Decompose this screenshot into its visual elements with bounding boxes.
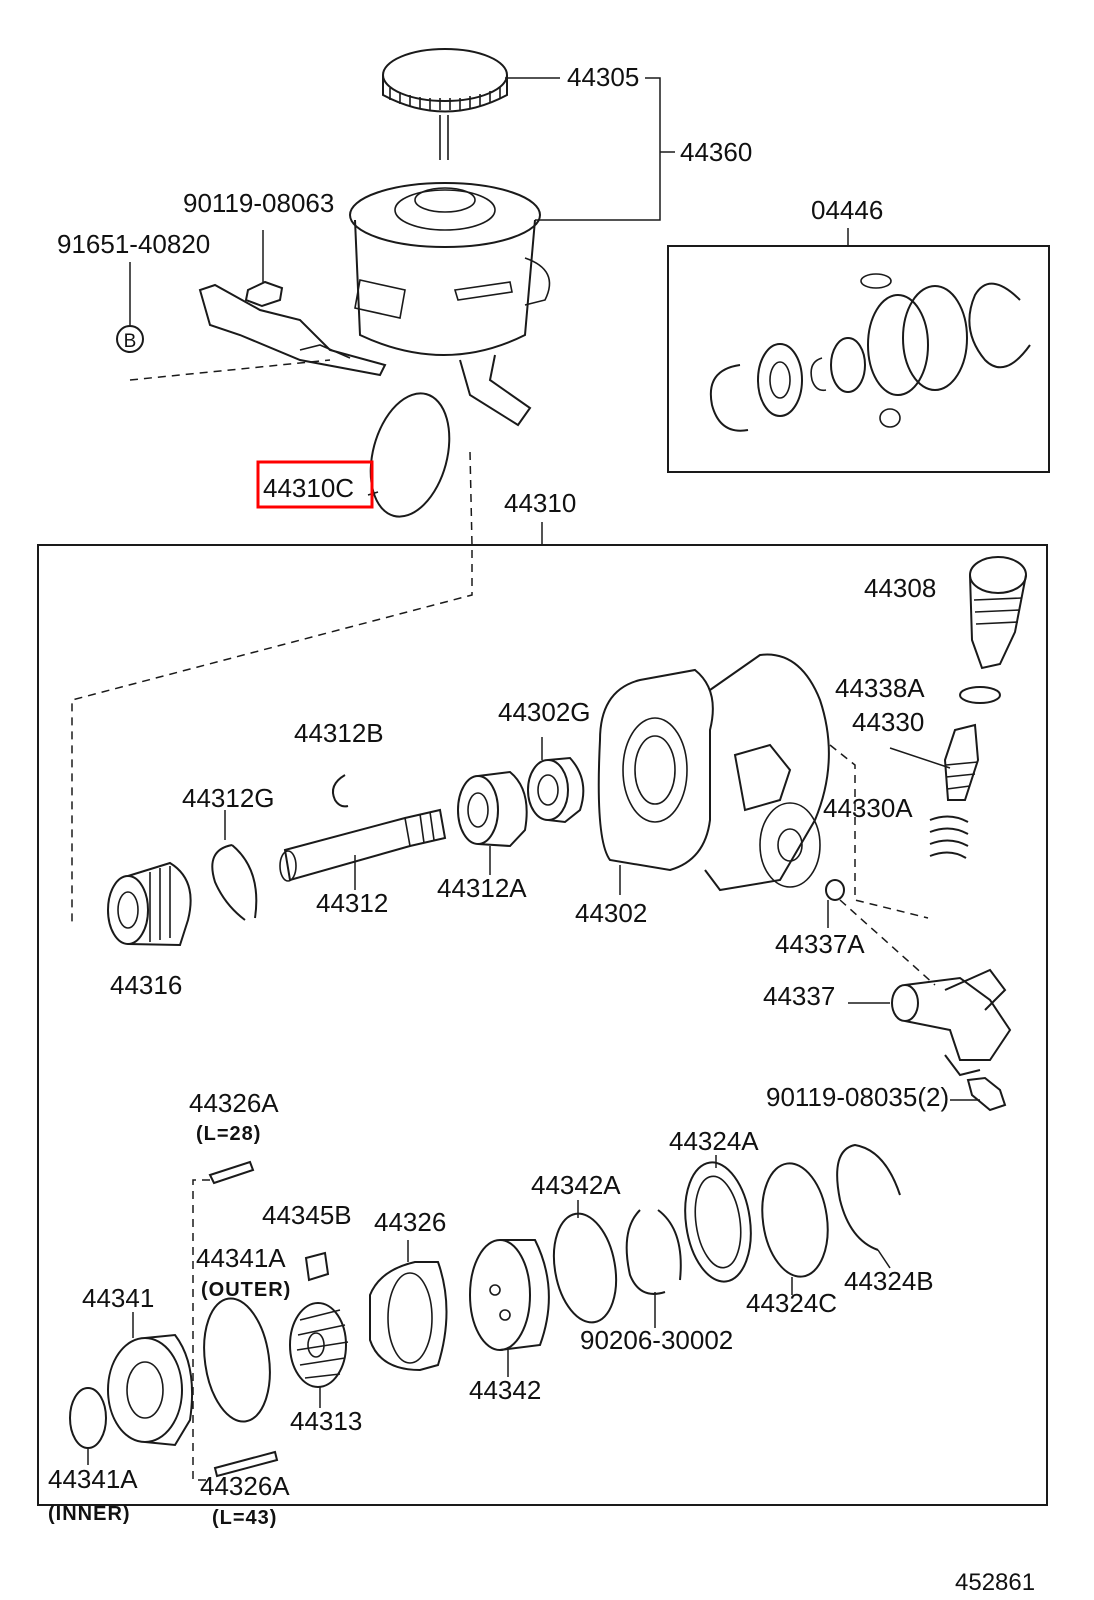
pin-44326a-l28 bbox=[192, 1160, 255, 1481]
label-44341a-outer: 44341A bbox=[196, 1243, 286, 1273]
o-ring-44341a-outer bbox=[203, 1297, 271, 1423]
label-44312b: 44312B bbox=[294, 718, 384, 748]
gasket-44310c bbox=[71, 392, 473, 925]
label-90206-30002: 90206-30002 bbox=[580, 1325, 733, 1355]
label-44305: 44305 bbox=[567, 62, 639, 92]
label-44312g: 44312G bbox=[182, 783, 275, 813]
label-90119-08063: 90119-08063 bbox=[183, 188, 334, 218]
vane-44345b bbox=[304, 1251, 330, 1282]
label-44342a: 44342A bbox=[531, 1170, 621, 1200]
label-44324a: 44324A bbox=[669, 1126, 759, 1156]
label-44302: 44302 bbox=[575, 898, 647, 928]
snap-ring-44312b bbox=[332, 774, 349, 808]
snap-ring-44324b bbox=[836, 1143, 901, 1269]
label-44324b: 44324B bbox=[844, 1266, 934, 1296]
label-44326: 44326 bbox=[374, 1207, 446, 1237]
seal-44324a bbox=[684, 1155, 752, 1283]
label-44326a-top-length: (L=28) bbox=[196, 1123, 261, 1145]
snap-ring-44312g bbox=[211, 810, 258, 921]
label-44310c: 44310C bbox=[263, 473, 354, 503]
label-44312a: 44312A bbox=[437, 873, 527, 903]
seal-kit-box-04446 bbox=[667, 228, 1050, 473]
pin-44326a-l43 bbox=[213, 1450, 279, 1478]
label-44330: 44330 bbox=[852, 707, 924, 737]
rotor-44313 bbox=[289, 1302, 349, 1408]
shaft-44312 bbox=[279, 808, 447, 890]
label-04446: 04446 bbox=[811, 195, 883, 225]
label-44313: 44313 bbox=[290, 1406, 362, 1436]
label-44337: 44337 bbox=[763, 981, 835, 1011]
label-44310: 44310 bbox=[504, 488, 576, 518]
label-44345b: 44345B bbox=[262, 1200, 352, 1230]
label-90119-08035: 90119-08035(2) bbox=[766, 1082, 949, 1112]
plate-44342 bbox=[469, 1239, 550, 1377]
label-44341a-outer-note: (OUTER) bbox=[201, 1279, 291, 1301]
label-44308: 44308 bbox=[864, 573, 936, 603]
label-44326a-bottom: 44326A bbox=[200, 1471, 290, 1501]
callout-b: B bbox=[116, 262, 331, 381]
cover-44341 bbox=[107, 1312, 194, 1447]
bearing-44312a bbox=[457, 770, 528, 875]
reservoir-bracket bbox=[198, 279, 406, 377]
label-44341: 44341 bbox=[82, 1283, 154, 1313]
label-44326a-top: 44326A bbox=[189, 1088, 279, 1118]
bolt-90119-08035 bbox=[950, 1076, 1007, 1112]
label-44337a: 44337A bbox=[775, 929, 865, 959]
valve-44308 bbox=[969, 556, 1027, 670]
union-44337 bbox=[848, 968, 1012, 1077]
label-44316: 44316 bbox=[110, 970, 182, 1000]
bearing-44316 bbox=[107, 861, 192, 947]
leader-44360 bbox=[535, 77, 675, 221]
reservoir-tank-44360 bbox=[349, 182, 551, 427]
seal-44302g bbox=[527, 737, 585, 824]
o-ring-44338a bbox=[959, 686, 1001, 704]
label-44326a-bottom-length: (L=43) bbox=[212, 1507, 277, 1529]
label-44330a: 44330A bbox=[823, 793, 913, 823]
o-ring-44342a bbox=[552, 1200, 618, 1324]
o-ring-44324c bbox=[761, 1162, 829, 1295]
label-44360: 44360 bbox=[680, 137, 752, 167]
label-44342: 44342 bbox=[469, 1375, 541, 1405]
pump-housing-44302 bbox=[597, 653, 929, 919]
spool-44330 bbox=[889, 723, 980, 801]
spring-44330a bbox=[929, 815, 969, 859]
label-44312: 44312 bbox=[316, 888, 388, 918]
label-44341a-inner-note: (INNER) bbox=[48, 1503, 131, 1525]
reservoir-cap-44305 bbox=[382, 48, 508, 160]
pump-assembly-box-44310 bbox=[37, 522, 1048, 1506]
cam-ring-44326 bbox=[369, 1240, 448, 1372]
label-91651-40820: 91651-40820 bbox=[57, 229, 210, 259]
label-44302g: 44302G bbox=[498, 697, 591, 727]
label-44338a: 44338A bbox=[835, 673, 925, 703]
o-ring-44337a bbox=[825, 879, 936, 986]
o-ring-44341a-inner bbox=[69, 1387, 107, 1465]
label-44324c: 44324C bbox=[746, 1288, 837, 1318]
bolt-90119-08063 bbox=[244, 230, 284, 308]
snap-ring-90206-30002 bbox=[625, 1209, 682, 1328]
diagram-id: 452861 bbox=[955, 1569, 1035, 1596]
label-44341a-inner: 44341A bbox=[48, 1464, 138, 1494]
highlight-box bbox=[256, 460, 374, 509]
svg-text:B: B bbox=[124, 331, 137, 352]
